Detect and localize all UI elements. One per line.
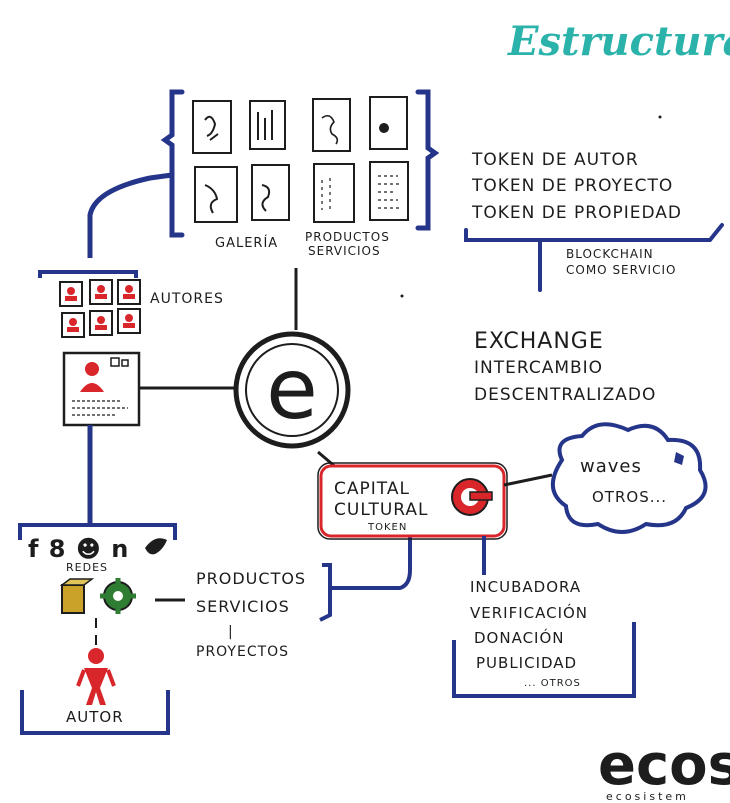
token-proyecto: TOKEN DE PROYECTO <box>471 176 673 196</box>
service-donacion: DONACIÓN <box>474 628 565 647</box>
gallery-connector <box>87 172 175 218</box>
redes-label: REDES <box>66 561 108 574</box>
separator-item: | <box>228 624 234 640</box>
gallery-thumb <box>249 100 286 150</box>
cloud-group: waves OTROS... <box>551 422 708 534</box>
redes-top-bracket <box>18 523 177 540</box>
gallery-thumb <box>251 164 290 221</box>
brand-name: ecos <box>598 733 730 798</box>
products-list-group: PRODUCTOS SERVICIOS | PROYECTOS <box>196 525 412 660</box>
capital-to-cloud-line <box>503 473 553 487</box>
blockchain-label: BLOCKCHAIN <box>566 247 654 261</box>
exchange-label: EXCHANGE <box>474 329 604 354</box>
services-bracket <box>452 622 636 698</box>
token-label: TOKEN <box>367 522 407 533</box>
waves-icon <box>674 452 684 465</box>
tokens-bracket <box>464 223 724 292</box>
center-logo: e <box>233 331 351 449</box>
author-person-icon <box>88 648 104 664</box>
exchange-sub1: INTERCAMBIO <box>474 358 603 378</box>
cultural-label: CULTURAL <box>334 500 429 520</box>
services-group: INCUBADORA VERIFICACIÓN DONACIÓN PUBLICI… <box>452 578 636 698</box>
service-incubadora: INCUBADORA <box>470 578 581 596</box>
authors-top-bracket <box>38 270 138 278</box>
capital-label: CAPITAL <box>334 479 410 499</box>
products-label: PRODUCTOS <box>305 230 390 244</box>
tokens-group: TOKEN DE AUTOR TOKEN DE PROYECTO TOKEN D… <box>464 150 724 292</box>
gallery-thumb <box>369 161 409 221</box>
autor-label: AUTOR <box>66 708 124 726</box>
cloud-shape <box>551 422 708 534</box>
products-item: PRODUCTOS <box>196 569 306 588</box>
social-icons: f 8 ☻ n <box>28 535 129 563</box>
token-autor: TOKEN DE AUTOR <box>471 150 639 170</box>
services-label: SERVICIOS <box>308 244 381 258</box>
gallery-left-bracket <box>160 89 185 238</box>
autor-bottom-bracket <box>20 690 170 735</box>
capital-token-group: CAPITAL CULTURAL TOKEN <box>317 462 508 540</box>
redes-group: f 8 ☻ n REDES AUTOR <box>18 523 177 735</box>
blockchain-sub-label: COMO SERVICIO <box>566 263 676 277</box>
gallery-group: GALERÍA PRODUCTOS SERVICIOS <box>160 89 440 258</box>
token-propiedad: TOKEN DE PROPIEDAD <box>471 203 682 223</box>
center-logo-ring <box>233 331 351 449</box>
diagram-title: Estructura <box>507 18 730 65</box>
gallery-thumb <box>192 100 232 154</box>
brand-subtitle: ecosistem <box>606 790 689 803</box>
service-publicidad: PUBLICIDAD <box>476 654 577 672</box>
gallery-thumb <box>312 98 351 152</box>
projects-item: PROYECTOS <box>196 644 289 660</box>
gallery-right-bracket <box>415 89 440 231</box>
exchange-sub2: DESCENTRALIZADO <box>474 385 656 405</box>
twitter-icon <box>145 538 167 555</box>
authors-group: AUTORES <box>38 270 224 427</box>
gallery-thumb <box>369 96 408 150</box>
authors-label: AUTORES <box>150 291 224 307</box>
exchange-group: EXCHANGE INTERCAMBIO DESCENTRALIZADO <box>474 329 656 405</box>
gallery-label: GALERÍA <box>215 235 278 251</box>
profile-card <box>62 351 141 427</box>
box-icon <box>61 584 85 614</box>
gallery-thumb <box>313 163 355 223</box>
services-item: SERVICIOS <box>196 597 290 616</box>
products-bracket <box>319 563 332 622</box>
others-label: OTROS... <box>592 488 667 506</box>
waves-label: waves <box>580 456 642 477</box>
brand-logo: ecos ecosistem <box>598 733 730 803</box>
service-otros: ... OTROS <box>524 678 581 689</box>
center-logo-letter: e <box>266 340 318 438</box>
service-verificacion: VERIFICACIÓN <box>470 603 588 622</box>
products-to-capital-connector <box>330 525 412 590</box>
